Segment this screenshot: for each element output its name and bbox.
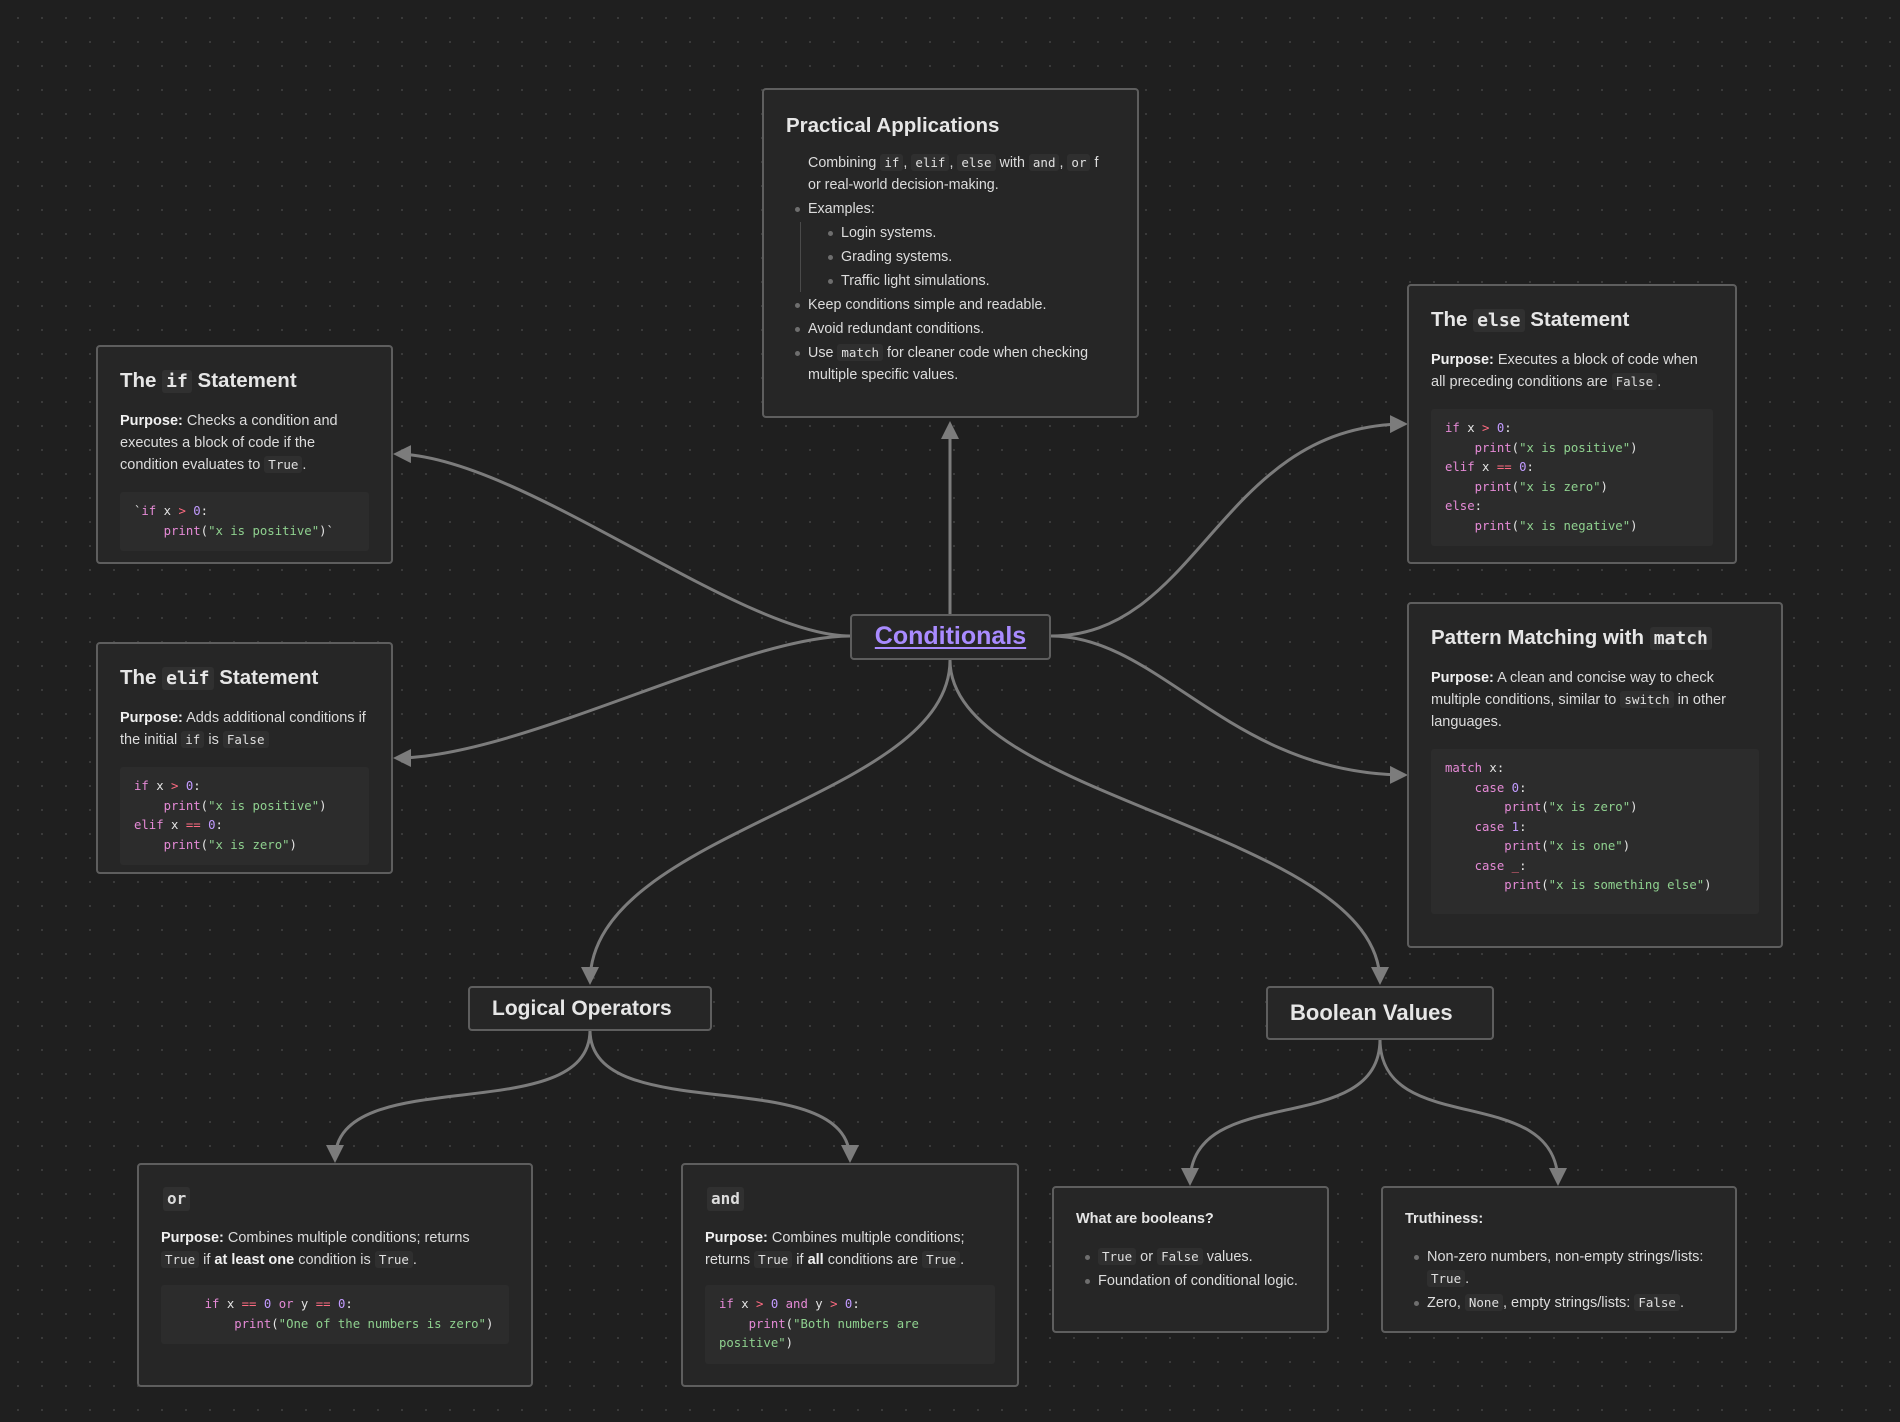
- if-title: The if Statement: [120, 369, 297, 393]
- practical-bullet-redundant: Avoid redundant conditions.: [795, 318, 1115, 340]
- else-code-block: if x > 0: print("x is positive") elif x …: [1431, 409, 1713, 546]
- practical-bullet-examples: Examples: Login systems. Grading systems…: [795, 198, 1115, 292]
- match-title: Pattern Matching with match: [1431, 624, 1759, 653]
- boolean-title: Boolean Values: [1290, 1000, 1453, 1025]
- center-node-conditionals[interactable]: Conditionals: [850, 614, 1051, 660]
- edge-center-if: [393, 445, 851, 638]
- if-code-block: `if x > 0: print("x is positive")`: [120, 492, 369, 551]
- truthiness-title: Truthiness:: [1405, 1211, 1484, 1227]
- edge-logical-or: [326, 1029, 592, 1163]
- examples-sublist: Login systems. Grading systems. Traffic …: [800, 222, 1115, 292]
- practical-title: Practical Applications: [786, 114, 1000, 137]
- what-bool-list: True or False values. Foundation of cond…: [1076, 1246, 1305, 1292]
- if-purpose: Purpose: Checks a condition and executes…: [120, 413, 338, 473]
- node-else-statement[interactable]: The else Statement Purpose: Executes a b…: [1407, 284, 1737, 564]
- node-truthiness[interactable]: Truthiness: Non-zero numbers, non-empty …: [1381, 1186, 1737, 1333]
- truthiness-bullet-true: Non-zero numbers, non-empty strings/list…: [1414, 1246, 1713, 1290]
- and-code-block: if x > 0 and y > 0: print("Both numbers …: [705, 1285, 995, 1364]
- edge-logical-and: [588, 1029, 859, 1163]
- node-or-operator[interactable]: or Purpose: Combines multiple conditions…: [137, 1163, 533, 1387]
- elif-code-block: if x > 0: print("x is positive") elif x …: [120, 767, 369, 865]
- match-purpose: Purpose: A clean and concise way to chec…: [1431, 670, 1726, 730]
- example-item: Login systems.: [828, 222, 1115, 244]
- example-item: Traffic light simulations.: [828, 270, 1115, 292]
- else-purpose: Purpose: Executes a block of code when a…: [1431, 352, 1698, 390]
- edge-center-else: [1050, 415, 1408, 638]
- practical-bullet-match: Use match for cleaner code when checking…: [795, 342, 1115, 386]
- practical-bullet-simple: Keep conditions simple and readable.: [795, 294, 1115, 316]
- what-bool-bullet-values: True or False values.: [1085, 1246, 1305, 1268]
- edge-center-logical: [581, 659, 952, 985]
- node-and-operator[interactable]: and Purpose: Combines multiple condition…: [681, 1163, 1019, 1387]
- what-bool-title: What are booleans?: [1076, 1211, 1214, 1227]
- center-title-link[interactable]: Conditionals: [874, 622, 1027, 650]
- example-item: Grading systems.: [828, 246, 1115, 268]
- node-boolean-values[interactable]: Boolean Values: [1266, 986, 1494, 1040]
- node-pattern-matching[interactable]: Pattern Matching with match Purpose: A c…: [1407, 602, 1783, 948]
- or-purpose: Purpose: Combines multiple conditions; r…: [161, 1230, 470, 1268]
- edge-boolean-truthiness: [1378, 1038, 1567, 1186]
- or-code-block: if x == 0 or y == 0: print("One of the n…: [161, 1285, 509, 1344]
- node-if-statement[interactable]: The if Statement Purpose: Checks a condi…: [96, 345, 393, 564]
- edge-center-match: [1050, 634, 1408, 784]
- elif-title: The elif Statement: [120, 666, 319, 690]
- and-title: and: [707, 1187, 744, 1211]
- and-purpose: Purpose: Combines multiple conditions; r…: [705, 1230, 965, 1268]
- edge-center-boolean: [948, 659, 1389, 985]
- edge-boolean-what: [1181, 1038, 1382, 1186]
- or-title: or: [163, 1187, 191, 1211]
- logical-title: Logical Operators: [492, 997, 672, 1020]
- else-title: The else Statement: [1431, 308, 1630, 332]
- truthiness-list: Non-zero numbers, non-empty strings/list…: [1405, 1246, 1713, 1314]
- match-code-block: match x: case 0: print("x is zero") case…: [1431, 749, 1759, 914]
- node-logical-operators[interactable]: Logical Operators: [468, 986, 712, 1031]
- node-what-are-booleans[interactable]: What are booleans? True or False values.…: [1052, 1186, 1329, 1333]
- what-bool-bullet-foundation: Foundation of conditional logic.: [1085, 1270, 1305, 1292]
- edge-center-elif: [393, 634, 851, 767]
- elif-purpose: Purpose: Adds additional conditions if t…: [120, 710, 366, 748]
- node-practical-applications[interactable]: Practical Applications Combining if, eli…: [762, 88, 1139, 418]
- truthiness-bullet-false: Zero, None, empty strings/lists: False.: [1414, 1292, 1713, 1314]
- node-elif-statement[interactable]: The elif Statement Purpose: Adds additio…: [96, 642, 393, 874]
